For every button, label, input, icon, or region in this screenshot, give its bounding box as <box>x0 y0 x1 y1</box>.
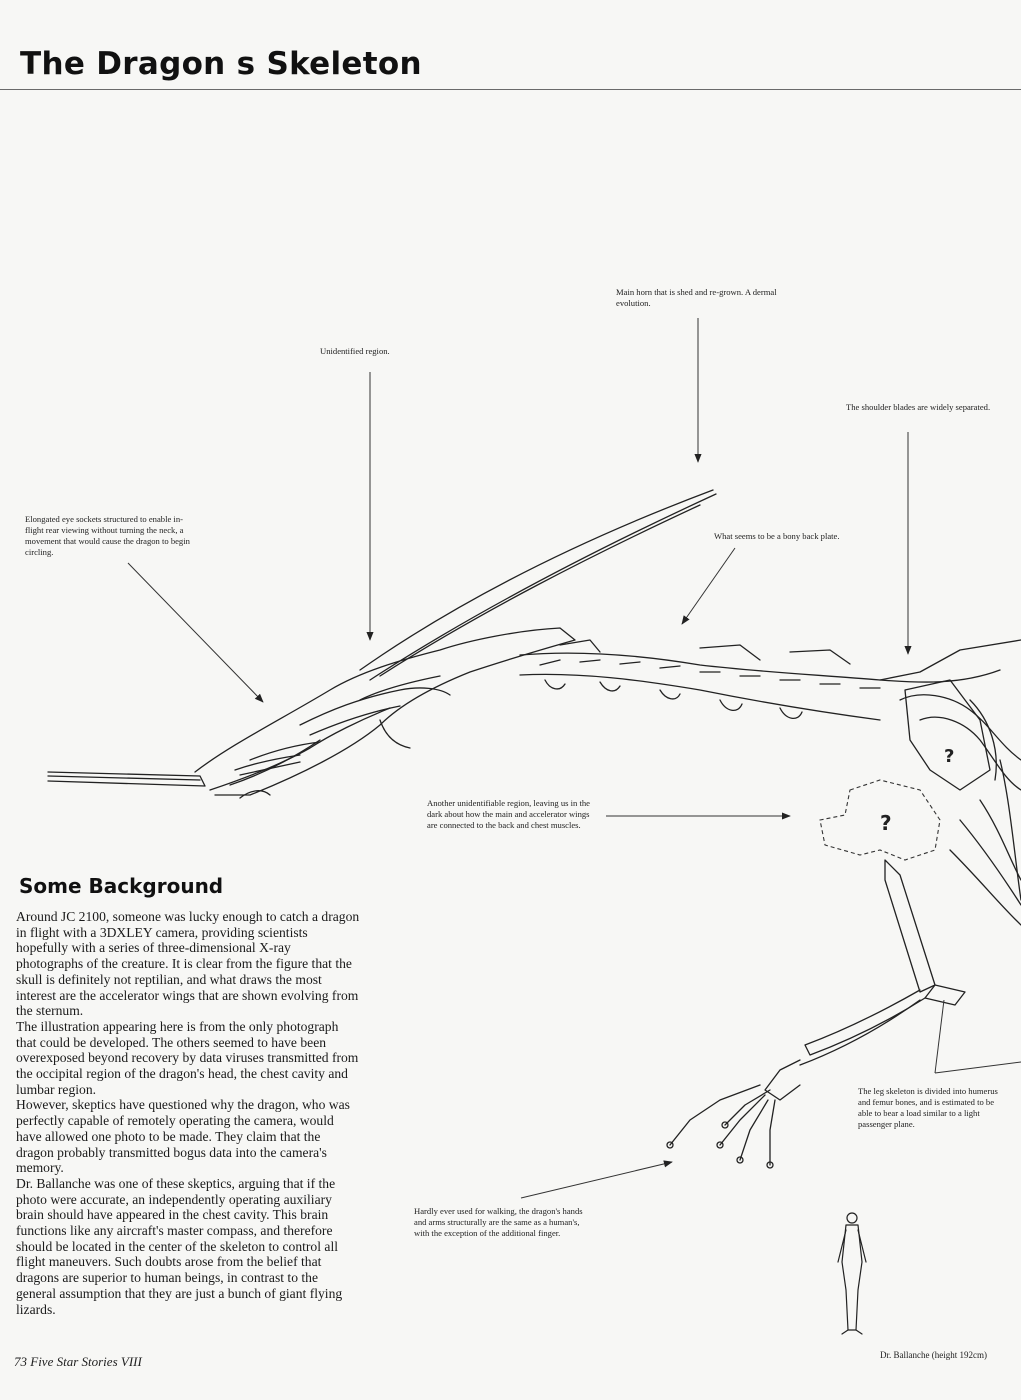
note-hands-arms: Hardly ever used for walking, the dragon… <box>414 1206 583 1238</box>
note-leg-skeleton: The leg skeleton is divided into humerus… <box>858 1086 998 1129</box>
page-footer: 73 Five Star Stories VIII <box>14 1354 142 1369</box>
section-title-background: Some Background <box>19 874 224 898</box>
background-body: Around JC 2100, someone was lucky enough… <box>16 909 361 1317</box>
shoulder-and-chest <box>904 679 1021 926</box>
main-horn <box>359 489 717 681</box>
figure-label-dr-ballanche: Dr. Ballanche (height 192cm) <box>880 1350 987 1360</box>
background-paragraph-1: Around JC 2100, someone was lucky enough… <box>16 909 360 1019</box>
skull <box>47 627 576 799</box>
arm-skeleton <box>666 859 966 1169</box>
background-paragraph-2: The illustration appearing here is from … <box>16 1018 359 1097</box>
human-figure <box>837 1212 867 1335</box>
neck-and-back <box>519 639 1021 791</box>
note-shoulder-blades: The shoulder blades are widely separated… <box>846 402 991 412</box>
annotation-arrows <box>127 318 1021 1199</box>
note-back-plate: What seems to be a bony back plate. <box>714 531 840 541</box>
unidentified-region-outline <box>819 779 941 861</box>
note-unidentified-region: Unidentified region. <box>320 346 390 356</box>
background-paragraph-4: Dr. Ballanche was one of these skeptics,… <box>16 1175 343 1317</box>
page-title: The Dragon s Skeleton <box>20 46 422 82</box>
title-rule <box>0 89 1021 90</box>
question-mark-upper: ? <box>944 746 954 767</box>
background-paragraph-3: However, skeptics have questioned why th… <box>16 1097 350 1176</box>
note-another-unidentified: Another unidentifiable region, leaving u… <box>427 798 591 830</box>
note-eye-sockets: Elongated eye sockets structured to enab… <box>25 514 190 557</box>
question-mark-lower: ? <box>880 811 892 835</box>
note-main-horn: Main horn that is shed and re-grown. A d… <box>616 287 777 308</box>
